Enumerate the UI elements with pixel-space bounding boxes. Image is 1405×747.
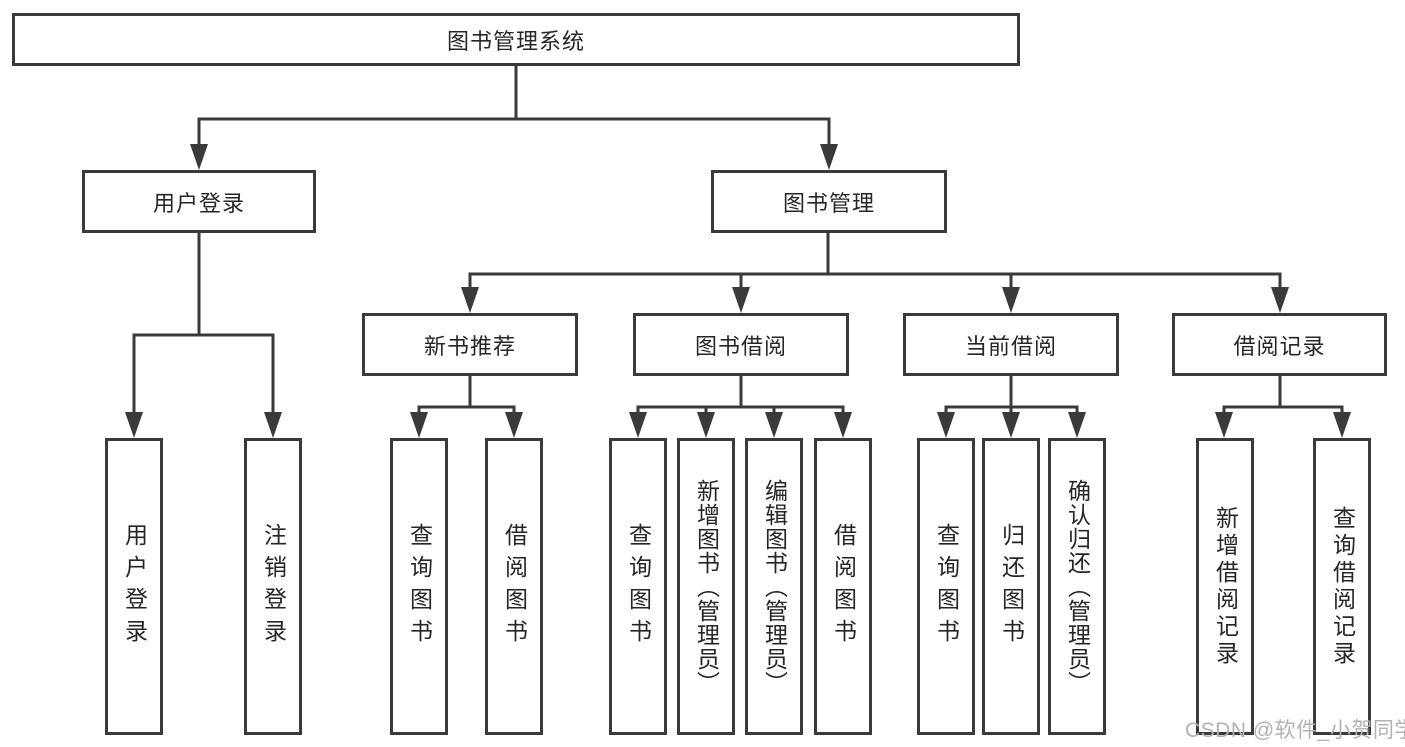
- leaf-confirm-return-admin: 确认归还（管理员）: [1048, 438, 1106, 735]
- leaf-user-login: 用户登录: [105, 438, 163, 735]
- leaf-borrow-books: 借阅图书: [814, 438, 872, 735]
- node-book-management: 图书管理: [711, 170, 947, 233]
- leaf-edit-books-admin: 编辑图书（管理员）: [745, 438, 803, 735]
- node-new-book-recommend: 新书推荐: [362, 313, 578, 376]
- leaf-query-books-current: 查询图书: [917, 438, 975, 735]
- leaf-add-books-admin: 新增图书（管理员）: [677, 438, 735, 735]
- leaf-logout: 注销登录: [244, 438, 302, 735]
- leaf-return-books: 归还图书: [982, 438, 1040, 735]
- node-borrow-records: 借阅记录: [1172, 313, 1387, 376]
- csdn-watermark: CSDN @软件_小贺同学: [1185, 719, 1405, 742]
- node-current-borrow: 当前借阅: [903, 313, 1119, 376]
- node-book-borrow: 图书借阅: [633, 313, 849, 376]
- leaf-borrow-books-recommend: 借阅图书: [485, 438, 543, 735]
- leaf-query-borrow-record: 查询借阅记录: [1313, 438, 1371, 735]
- leaf-add-borrow-record: 新增借阅记录: [1196, 438, 1254, 735]
- leaf-query-books-borrow: 查询图书: [609, 438, 667, 735]
- node-user-login: 用户登录: [82, 170, 316, 233]
- root-node-library-system: 图书管理系统: [12, 13, 1020, 66]
- leaf-query-books-recommend: 查询图书: [390, 438, 448, 735]
